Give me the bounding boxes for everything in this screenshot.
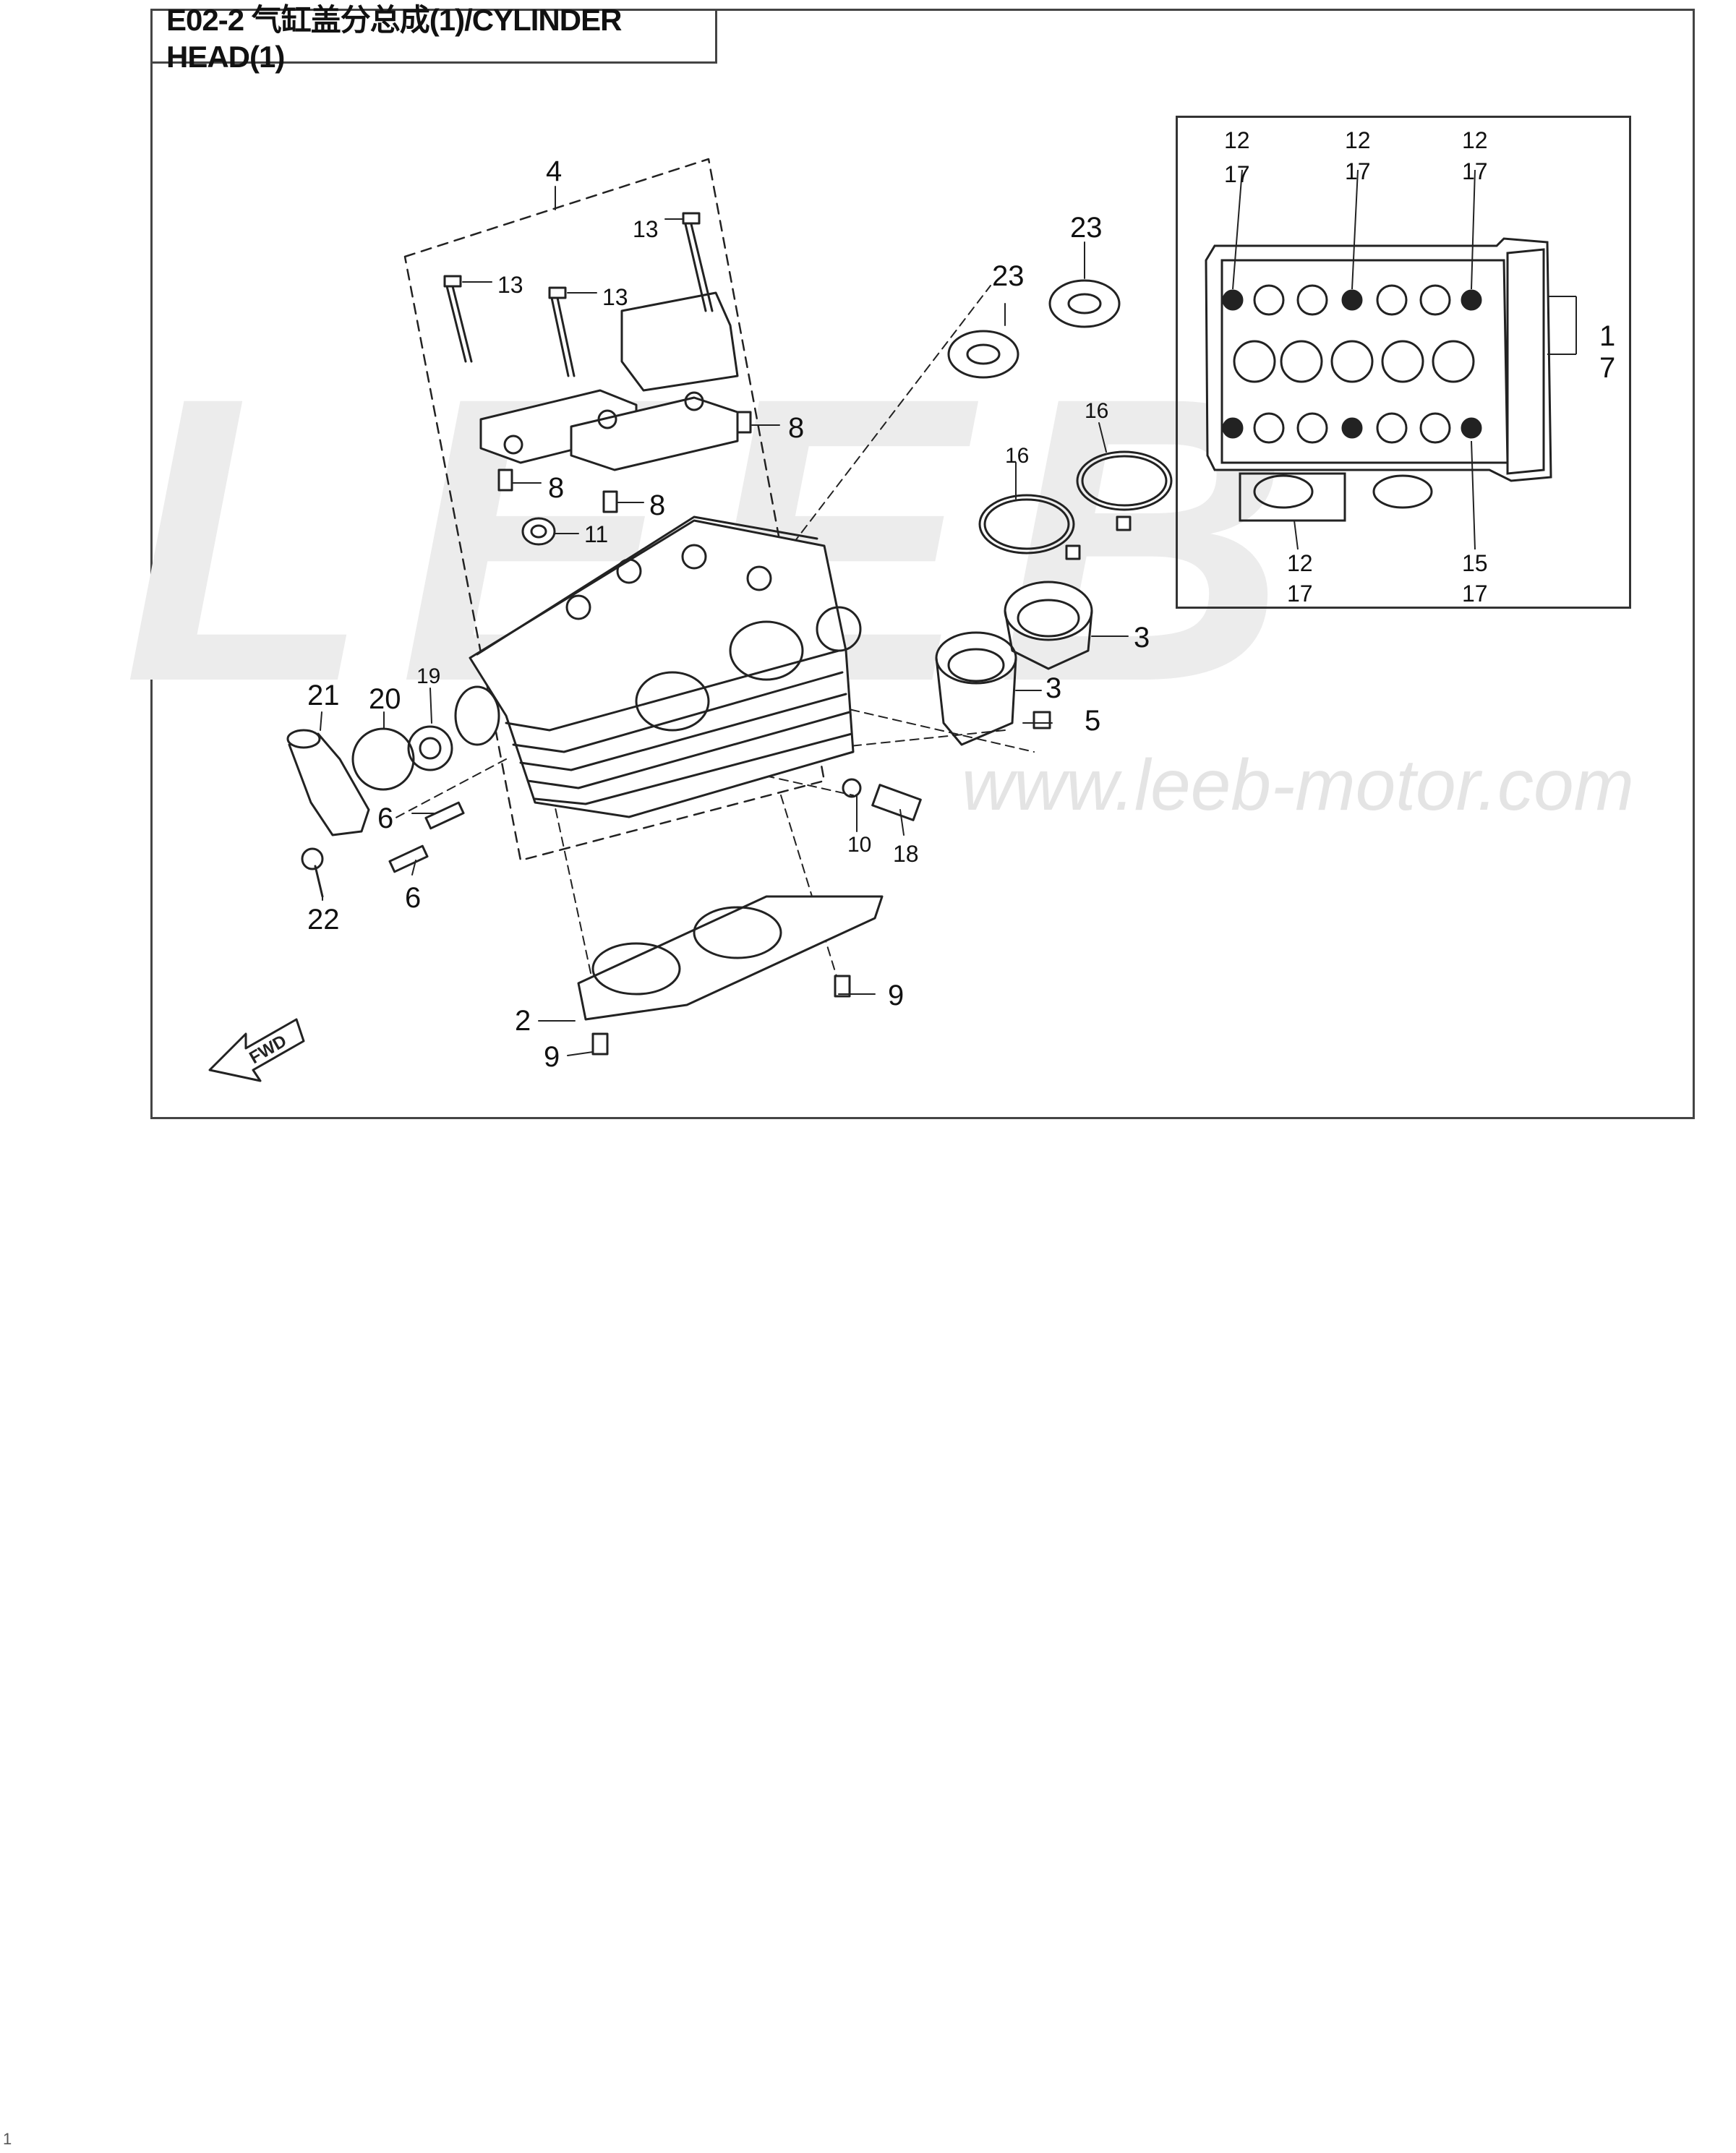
callout-7: 7 xyxy=(1599,352,1615,384)
bolt-13c xyxy=(548,286,576,377)
head-gasket-2 xyxy=(577,895,884,1021)
washer-23b xyxy=(1048,279,1121,328)
callout-6: 6 xyxy=(405,882,421,914)
stud-6a xyxy=(424,801,465,830)
callout-8: 8 xyxy=(788,412,804,444)
washer-23a xyxy=(947,330,1019,379)
leader-line xyxy=(780,795,839,984)
callout-3: 3 xyxy=(1046,672,1061,704)
callout-10: 10 xyxy=(847,833,871,857)
callout-18: 18 xyxy=(893,841,919,867)
intake-manifold-3a xyxy=(935,631,1017,746)
callout-17: 17 xyxy=(1462,581,1488,607)
leader-line xyxy=(390,758,507,821)
leader xyxy=(320,711,322,731)
callout-12: 12 xyxy=(1345,127,1371,153)
water-outlet-21 xyxy=(286,729,370,836)
valve-cover-group-outline xyxy=(403,158,826,862)
leader xyxy=(899,809,905,836)
bolt-13b xyxy=(443,275,473,363)
callout-13: 13 xyxy=(497,272,523,298)
callout-9: 9 xyxy=(544,1041,560,1073)
callout-16: 16 xyxy=(1005,444,1029,468)
callout-11: 11 xyxy=(584,521,608,547)
callout-8: 8 xyxy=(649,489,665,521)
callout-21: 21 xyxy=(307,680,340,711)
temp-sensor-18 xyxy=(871,784,922,821)
leader xyxy=(411,860,416,876)
seal-11 xyxy=(521,517,556,546)
callout-15: 15 xyxy=(1462,550,1488,576)
dowel-8c xyxy=(602,490,618,513)
callout-17: 17 xyxy=(1287,581,1313,607)
callout-4: 4 xyxy=(546,155,562,187)
thermostat-19 xyxy=(407,725,453,771)
callout-5: 5 xyxy=(1085,705,1100,737)
clamp-16a xyxy=(978,494,1081,560)
callout-12: 12 xyxy=(1287,550,1313,576)
inset-box xyxy=(1176,116,1631,609)
inset-head-top-view xyxy=(1205,169,1577,550)
callout-13: 13 xyxy=(633,216,659,242)
callout-8: 8 xyxy=(548,472,564,504)
intake-manifold-3b xyxy=(1004,581,1093,670)
callout-16: 16 xyxy=(1085,399,1108,423)
leader xyxy=(1098,422,1107,453)
leader xyxy=(567,1051,594,1056)
callout-19: 19 xyxy=(416,664,440,688)
callout-23: 23 xyxy=(992,260,1025,292)
callout-17: 17 xyxy=(1345,158,1371,184)
callout-1: 1 xyxy=(1599,320,1615,352)
diagram-frame xyxy=(150,9,1695,1119)
callout-6: 6 xyxy=(377,802,393,834)
callout-20: 20 xyxy=(369,683,401,715)
watermark-url: www.leeb-motor.com xyxy=(962,745,1634,826)
callout-3: 3 xyxy=(1134,622,1150,654)
stud-6b xyxy=(388,844,429,873)
leader xyxy=(429,688,432,724)
leader-line xyxy=(766,285,991,579)
callout-9: 9 xyxy=(888,980,904,1011)
callout-22: 22 xyxy=(307,904,340,936)
bolt-22 xyxy=(301,847,324,898)
callout-12: 12 xyxy=(1224,127,1250,153)
dowel-9a xyxy=(834,975,851,998)
callout-13: 13 xyxy=(602,284,628,310)
leader-line xyxy=(549,780,594,984)
page-title: E02-2 气缸盖分总成(1)/CYLINDER HEAD(1) xyxy=(166,3,622,74)
cylinder-head-body xyxy=(454,515,862,818)
screw-5 xyxy=(1032,711,1051,729)
callout-17: 17 xyxy=(1224,161,1250,187)
bolt-13a xyxy=(682,212,714,312)
dowel-9b xyxy=(591,1032,609,1056)
title-box: E02-2 气缸盖分总成(1)/CYLINDER HEAD(1) xyxy=(150,3,717,74)
dowel-8a xyxy=(736,411,752,434)
callout-23: 23 xyxy=(1070,212,1103,244)
washer-10 xyxy=(842,778,862,798)
clamp-16b xyxy=(1076,450,1173,531)
dowel-8b xyxy=(497,468,513,492)
forward-arrow xyxy=(208,1018,305,1082)
callout-17: 17 xyxy=(1462,158,1488,184)
camshaft-caps xyxy=(479,291,739,471)
callout-2: 2 xyxy=(515,1005,531,1037)
callout-12: 12 xyxy=(1462,127,1488,153)
page-number: 1 xyxy=(3,2130,12,2148)
